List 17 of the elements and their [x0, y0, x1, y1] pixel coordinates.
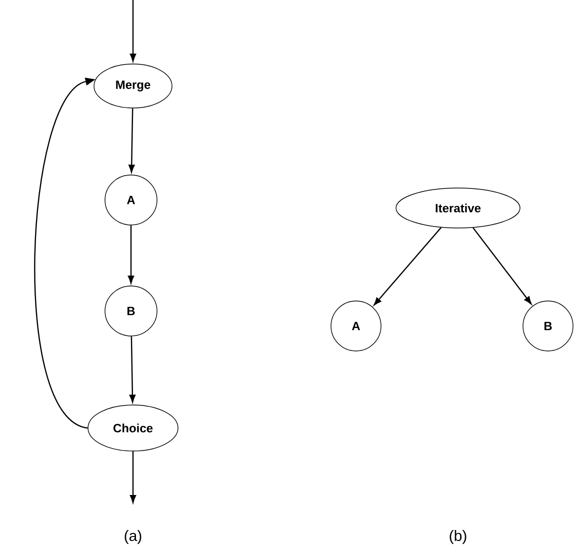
ellipse-node: Choice: [88, 404, 178, 452]
arrow: [34, 78, 96, 429]
ellipse-node: Merge: [94, 64, 172, 108]
ellipse-node: B: [104, 286, 158, 336]
arrow: [128, 225, 134, 284]
panel-label: (b): [450, 530, 466, 544]
ellipse-node: A: [330, 300, 382, 352]
arrow: [472, 227, 532, 304]
arrow: [130, 451, 136, 503]
ellipse-node: B: [522, 300, 574, 352]
panel-label: (a): [124, 530, 142, 544]
arrow: [129, 336, 136, 403]
arrow: [374, 227, 442, 306]
ellipse-node: A: [104, 174, 158, 226]
arrow: [130, 0, 136, 62]
arrow: [128, 108, 135, 173]
ellipse-node: Iterative: [396, 188, 520, 228]
